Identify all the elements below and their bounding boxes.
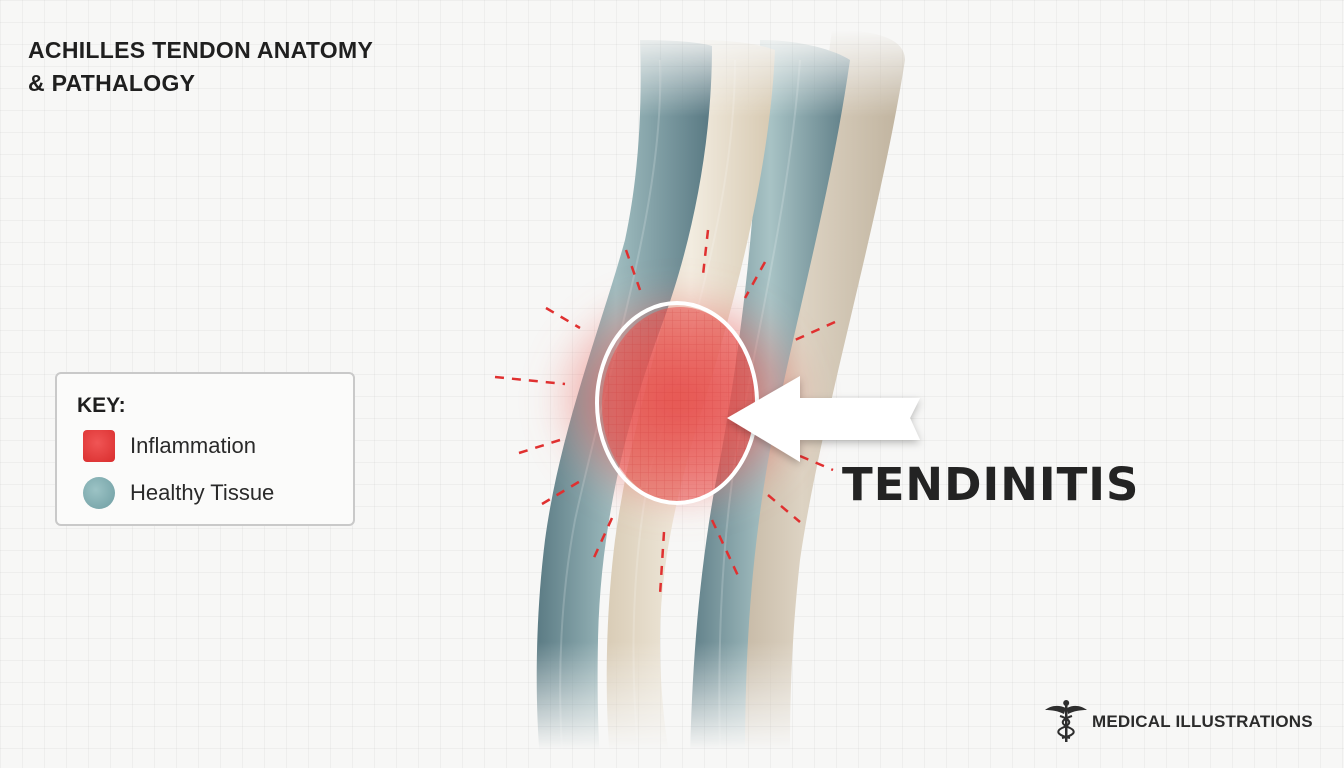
legend-item-healthy-tissue: Healthy Tissue [83, 477, 274, 509]
marker-line [541, 478, 583, 506]
marker-line [590, 517, 614, 563]
marker-line [743, 261, 767, 299]
inflammation-markers [494, 229, 836, 596]
legend-heading: KEY: [77, 394, 126, 417]
brand-text: MEDICAL ILLUSTRATIONS [1092, 712, 1313, 731]
marker-line [624, 249, 642, 291]
marker-line [767, 494, 801, 523]
page-title: ACHILLES TENDON ANATOMY & PATHALOGY [28, 34, 448, 100]
title-line-2: & PATHALOGY [28, 70, 196, 96]
legend-item-inflammation: Inflammation [83, 430, 256, 462]
caduceus-icon [1045, 700, 1087, 742]
marker-line [701, 229, 710, 276]
brand-footer: MEDICAL ILLUSTRATIONS [1044, 698, 1313, 746]
marker-line [545, 306, 581, 330]
inflammation-swatch [83, 430, 115, 462]
marker-line [799, 454, 834, 472]
legend-label: Healthy Tissue [130, 480, 275, 505]
inflammation-mesh [604, 309, 756, 501]
title-line-1: ACHILLES TENDON ANATOMY [28, 37, 374, 63]
healthy-tissue-swatch [83, 477, 115, 509]
marker-line [794, 320, 836, 342]
marker-line [658, 531, 666, 596]
marker-line [494, 375, 566, 386]
marker-line [710, 519, 742, 581]
marker-line [518, 438, 561, 455]
legend-label: Inflammation [130, 433, 256, 458]
callout-arrow [727, 376, 920, 462]
legend-box: KEY: Inflammation Healthy Tissue [55, 372, 355, 526]
tendinitis-label: TENDINITIS [842, 458, 1140, 511]
